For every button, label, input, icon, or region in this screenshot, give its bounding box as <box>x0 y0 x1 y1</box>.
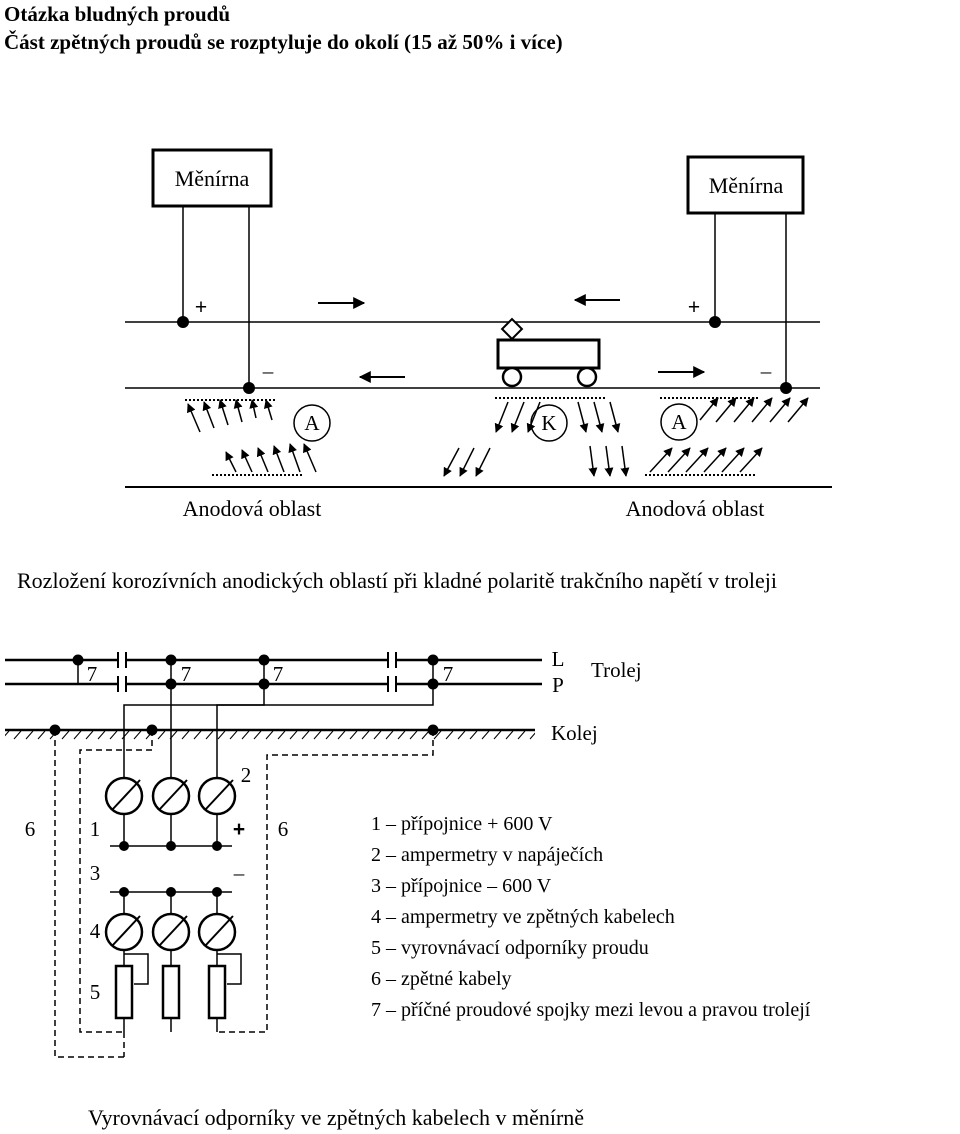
svg-text:K: K <box>541 411 556 435</box>
page-title: Otázka bludných proudů <box>4 2 231 26</box>
junction-dots <box>177 316 792 394</box>
top-caption: Rozložení korozívních anodických oblastí… <box>17 568 777 593</box>
track <box>5 728 535 740</box>
bond-tag-2: 7 <box>181 662 192 686</box>
bond-tag-1: 7 <box>87 662 98 686</box>
busbar-dots <box>119 841 222 897</box>
tag-6-right: 6 <box>278 817 289 841</box>
tag-6-left: 6 <box>25 817 36 841</box>
legend-item: 2 – ampermetry v napáječích <box>371 844 603 866</box>
legend-item: 5 – vyrovnávací odporníky proudu <box>371 937 649 959</box>
substation-left: Měnírna <box>151 148 273 208</box>
busbar-minus: – <box>233 861 245 885</box>
anode-marker-left: A <box>293 404 331 442</box>
locomotive <box>496 317 601 388</box>
tag-1: 1 <box>90 817 101 841</box>
current-direction-arrows <box>318 294 706 383</box>
legend-item: 4 – ampermetry ve zpětných kabelech <box>371 906 675 928</box>
svg-text:A: A <box>304 411 320 435</box>
stray-current-arrows <box>187 397 809 477</box>
cross-bonds <box>77 660 434 684</box>
track-label: Kolej <box>551 721 598 745</box>
minus-left: – <box>262 359 274 383</box>
wire-dots <box>72 654 439 690</box>
anode-area-right-label: Anodová oblast <box>626 496 765 521</box>
svg-text:A: A <box>671 410 687 434</box>
section-insulators <box>117 652 397 692</box>
minus-right: – <box>760 359 772 383</box>
feeder-wires <box>182 206 787 388</box>
page-subtitle: Část zpětných proudů se rozptyluje do ok… <box>4 30 563 54</box>
wire-label-L: L <box>552 647 565 671</box>
substation-left-label: Měnírna <box>175 166 250 191</box>
balancing-resistors <box>114 953 242 1032</box>
bottom-caption: Vyrovnávací odporníky ve zpětných kabele… <box>88 1105 584 1130</box>
feeder-ammeters <box>104 776 237 846</box>
legend-item: 7 – příčné proudové spojky mezi levou a … <box>371 999 811 1021</box>
substation-right: Měnírna <box>686 155 805 215</box>
legend-item: 3 – přípojnice – 600 V <box>371 875 552 897</box>
plus-left: + <box>195 296 207 319</box>
tag-2: 2 <box>241 763 252 787</box>
trolley-label: Trolej <box>591 658 642 682</box>
plus-right: + <box>688 296 700 319</box>
anode-marker-right: A <box>660 403 698 441</box>
tag-5: 5 <box>90 980 101 1004</box>
wire-label-P: P <box>552 673 564 697</box>
return-ammeters <box>104 892 237 966</box>
legend-item: 1 – přípojnice + 600 V <box>371 813 553 835</box>
bond-tag-4: 7 <box>443 662 454 686</box>
substation-right-label: Měnírna <box>709 173 784 198</box>
legend: 1 – přípojnice + 600 V 2 – ampermetry v … <box>371 813 811 1021</box>
anode-area-left-label: Anodová oblast <box>183 496 322 521</box>
busbar-plus: + <box>233 818 245 841</box>
legend-item: 6 – zpětné kabely <box>371 968 512 990</box>
tag-4: 4 <box>90 919 101 943</box>
tag-3: 3 <box>90 861 101 885</box>
return-cables <box>54 730 434 1058</box>
bond-tag-3: 7 <box>273 662 284 686</box>
